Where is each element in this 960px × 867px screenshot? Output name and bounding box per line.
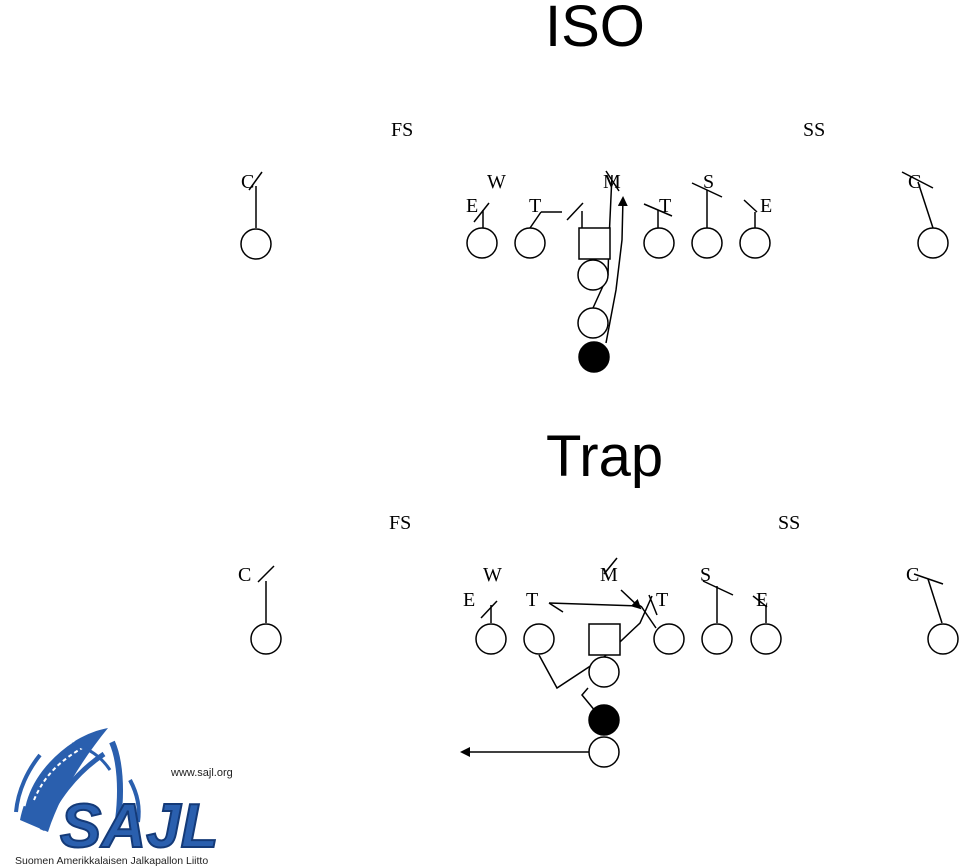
trap-right-tackle: [701, 623, 733, 655]
trap-title: Trap: [546, 424, 663, 489]
trap-left-tackle-label: T: [526, 589, 538, 611]
trap-free-safety-label: FS: [389, 512, 411, 534]
iso-te-right-block-bar: [743, 199, 758, 213]
iso-play: ISO FS SS C W M S C E T T E: [240, 0, 949, 373]
iso-will-linebacker-label: W: [487, 171, 506, 193]
trap-play: Trap FS SS C W M S C E T T E: [238, 424, 959, 768]
trap-wr-left-block-bar: [257, 565, 275, 583]
iso-quarterback: [577, 259, 609, 291]
trap-tight-end-right: [750, 623, 782, 655]
logo-tagline: Suomen Amerikkalaisen Jalkapallon Liitto: [15, 855, 208, 867]
iso-right-corner-label: C: [908, 171, 921, 193]
iso-rg-block-bar: [643, 203, 673, 217]
trap-strong-safety-label: SS: [778, 512, 800, 534]
logo-url-text: www.sajl.org: [170, 767, 233, 779]
trap-wr-right-block-bar: [913, 573, 944, 585]
trap-wide-receiver-right: [927, 623, 959, 655]
trap-will-linebacker-label: W: [483, 564, 502, 586]
iso-wide-receiver-left: [240, 228, 272, 260]
trap-mike-linebacker-label: M: [600, 564, 618, 586]
iso-te-left-block-bar: [473, 202, 490, 223]
trap-left-tackle: [523, 623, 555, 655]
trap-right-corner-label: C: [906, 564, 919, 586]
trap-fullback-path: [581, 687, 597, 713]
trap-wide-receiver-left: [250, 623, 282, 655]
trap-tight-end-left: [475, 623, 507, 655]
iso-wr-right-block-line: [917, 181, 934, 229]
trap-running-back: [588, 736, 620, 768]
trap-left-end-label: E: [463, 589, 475, 611]
trap-rg-block-line: [640, 605, 657, 629]
iso-fullback: [577, 307, 609, 339]
iso-ball-carrier-route: [605, 196, 628, 344]
trap-quarterback: [588, 656, 620, 688]
trap-rg-block-path: [548, 602, 642, 607]
trap-mike-block-bar: [603, 557, 618, 575]
trap-rg-block-bar: [548, 602, 564, 613]
trap-pulling-guard-block-bar: [648, 594, 658, 616]
iso-wr-left-block-bar: [248, 171, 263, 191]
trap-ball-carrier: [588, 704, 620, 736]
iso-fullback-block-bar: [605, 170, 620, 192]
trap-rt-block-bar: [702, 580, 734, 596]
iso-left-corner-label: C: [241, 171, 254, 193]
logo-wordmark: SAJL: [60, 792, 218, 861]
iso-ball-carrier: [578, 341, 610, 373]
iso-strong-safety-label: SS: [803, 119, 825, 141]
iso-tight-end-left: [466, 227, 498, 259]
iso-left-end-label: E: [466, 195, 478, 217]
iso-lt-block-line: [529, 211, 542, 229]
iso-free-safety-label: FS: [391, 119, 413, 141]
iso-rt-block-bar: [691, 182, 723, 198]
trap-left-corner-label: C: [238, 564, 251, 586]
football-icon: [14, 728, 141, 832]
iso-left-tackle: [514, 227, 546, 259]
iso-tight-end-right: [739, 227, 771, 259]
iso-sam-linebacker-label: S: [703, 171, 714, 193]
trap-center-block-arrow: [620, 589, 642, 610]
trap-te-left-block-bar: [480, 600, 498, 619]
iso-wr-right-block-bar: [901, 171, 934, 189]
iso-center: [578, 227, 611, 260]
trap-wr-right-block-line: [927, 578, 943, 624]
trap-te-right-block-bar: [752, 595, 768, 608]
iso-lg-block-bar: [566, 202, 584, 221]
iso-wide-receiver-right: [917, 227, 949, 259]
iso-right-end-label: E: [760, 195, 772, 217]
iso-right-guard: [643, 227, 675, 259]
iso-title: ISO: [545, 0, 645, 59]
trap-center: [588, 623, 621, 656]
trap-sam-linebacker-label: S: [700, 564, 711, 586]
iso-right-tackle: [691, 227, 723, 259]
iso-left-tackle-label: T: [529, 195, 541, 217]
trap-right-tackle-label: T: [656, 589, 668, 611]
trap-right-guard: [653, 623, 685, 655]
sajl-logo: www.sajl.org SAJL Suomen Amerikkalaisen …: [14, 728, 233, 867]
